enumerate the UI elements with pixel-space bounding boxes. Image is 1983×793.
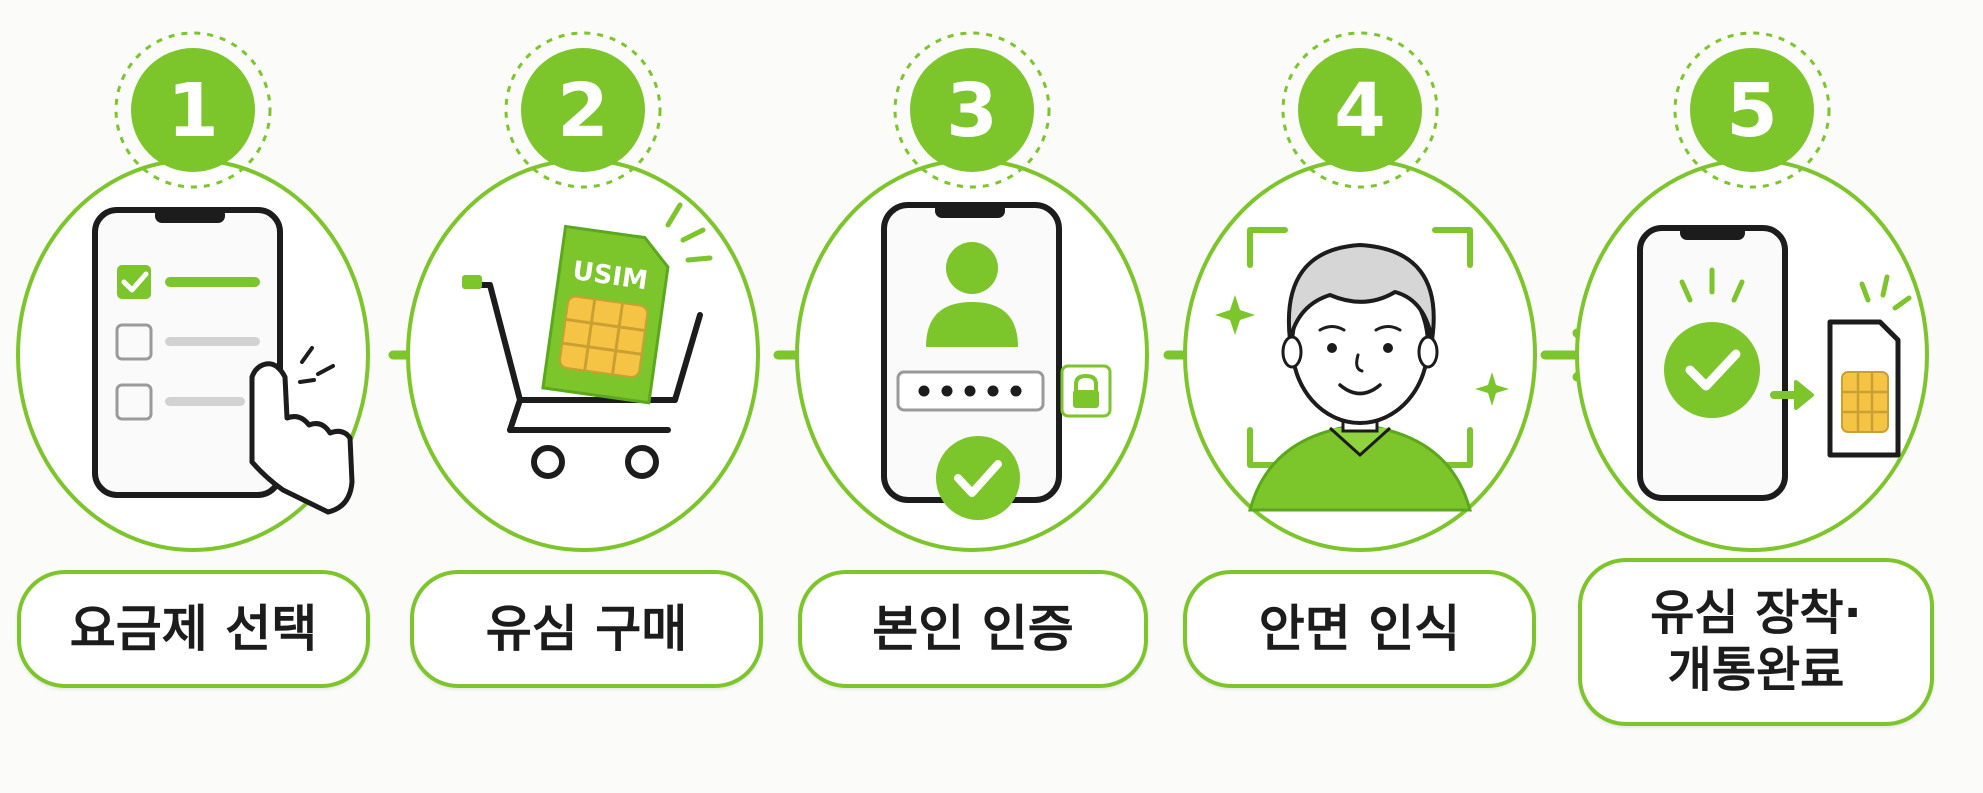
- step-1-badge-ring: [114, 31, 272, 189]
- step-4-label: 안면 인식: [1183, 570, 1536, 688]
- phone-password-lock-icon: [881, 202, 1112, 520]
- check-circle-icon: [1664, 322, 1760, 418]
- step-2-number: 2: [557, 68, 609, 154]
- step-3-label: 본인 인증: [798, 570, 1148, 688]
- phone-check-sim-icon: [1637, 225, 1912, 501]
- step-3-number: 3: [946, 68, 998, 154]
- step-4: 4: [1183, 31, 1537, 552]
- step-2-badge-ring: [504, 31, 662, 189]
- checklist-phone-tap-icon: [92, 207, 355, 515]
- step-2-badge: [521, 48, 645, 172]
- step-1-number: 1: [167, 68, 219, 154]
- step-5-badge-ring: [1673, 31, 1831, 189]
- step-2: USIM 2: [406, 31, 760, 552]
- check-circle-icon: [936, 436, 1020, 520]
- step-1-badge: [131, 48, 255, 172]
- step-3: 3: [795, 31, 1149, 552]
- sparkle-icon: [1475, 372, 1509, 406]
- step-1-label: 요금제 선택: [17, 570, 370, 688]
- face-scan-icon: [1215, 227, 1509, 512]
- step-3-badge: [910, 48, 1034, 172]
- step-5: 5: [1575, 31, 1929, 552]
- lock-icon: [1060, 364, 1112, 418]
- step-4-badge-ring: [1281, 31, 1439, 189]
- step-5-label: 유심 장착· 개통완료: [1578, 558, 1934, 726]
- step-5-badge: [1690, 48, 1814, 172]
- step-4-number: 4: [1334, 68, 1386, 154]
- step-1: 1: [16, 31, 370, 552]
- sparkle-icon: [1215, 295, 1255, 335]
- step-4-badge: [1298, 48, 1422, 172]
- step-2-label: 유심 구매: [410, 570, 763, 688]
- step-3-badge-ring: [893, 31, 1051, 189]
- user-icon: [946, 242, 998, 294]
- usim-cart-icon: USIM: [462, 202, 713, 479]
- step-5-number: 5: [1726, 68, 1778, 154]
